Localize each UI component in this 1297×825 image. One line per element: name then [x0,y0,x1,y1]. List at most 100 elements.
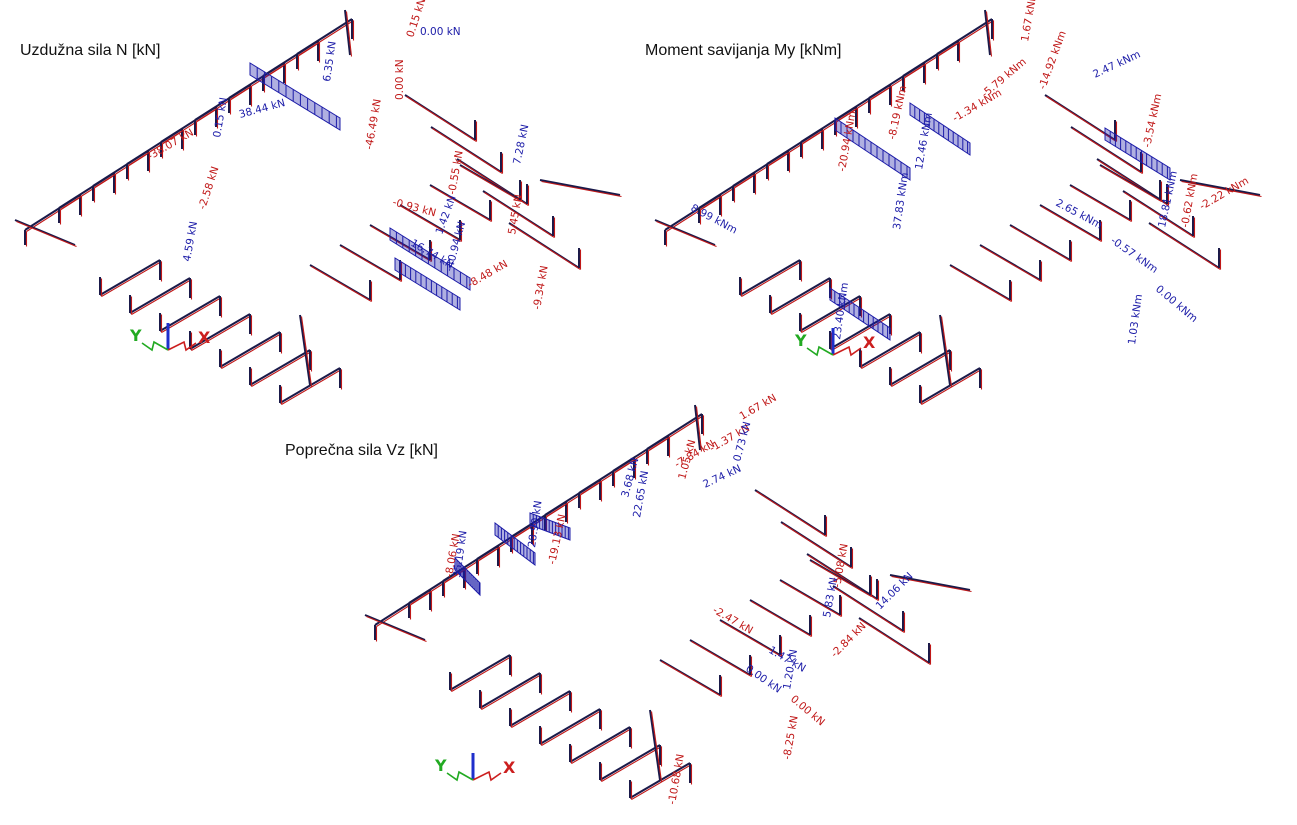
frame-member-offset [834,587,905,633]
frame-member-offset [191,315,252,351]
force-value-label: 6.35 kN [321,40,339,82]
frame-member [189,313,251,350]
frame-member-offset [1041,206,1102,242]
frame-member-offset [861,333,922,369]
frame-member [249,349,311,386]
frame-member-offset [951,266,1012,302]
frame-member-offset [406,96,477,142]
panel-title: Poprečna sila Vz [kN] [285,442,438,459]
frame-member-offset [695,406,703,452]
frame-member-offset [985,11,993,57]
frame-member-offset [481,674,542,710]
frame-member [889,349,951,386]
frame-member-offset [432,128,503,174]
frame-member-offset [1150,224,1221,270]
axes-triad: XY [434,753,516,782]
axes-triad: XY [129,323,211,352]
frame-member-offset [1101,166,1162,202]
frame-member-offset [431,186,492,222]
frame-member-offset [131,279,192,315]
frame-member-offset [510,224,581,270]
frame-member-offset [782,523,853,569]
frame-member-offset [161,297,222,333]
frame-member-offset [451,656,512,692]
frame-member [1179,179,1261,196]
frame-member-offset [891,575,972,593]
frame-member-offset [661,661,722,697]
frame-member [99,259,161,296]
y-axis-arrow [806,345,834,357]
frame-member [299,314,311,386]
frame-member-offset [300,316,313,387]
frame-member-offset [541,710,602,746]
frame-member-offset [484,192,555,238]
frame-member-offset [1072,128,1143,174]
frame-member [646,413,703,450]
frame-member-offset [721,621,782,657]
frame-members [14,9,622,405]
frame-member-offset [860,619,931,665]
y-axis-label: Y [434,756,447,775]
frame-member [279,367,341,404]
frame-member [14,219,76,246]
frame-member-offset [101,261,162,297]
frame-member [654,219,716,246]
frame-member-offset [401,206,462,242]
frame-member-offset [801,297,862,333]
frame-member-offset [541,180,622,198]
frame-member [479,672,541,709]
frame-member [344,9,351,56]
frame-member [364,614,426,641]
frame-member-offset [1124,192,1195,238]
frame-member-offset [756,491,827,537]
frame-member-offset [251,351,312,387]
frame-member-offset [741,261,802,297]
frame-member [649,709,661,781]
frame-member [129,277,191,314]
frame-member-offset [341,246,402,282]
frame-member-offset [921,369,982,405]
x-axis-label: X [503,758,516,777]
frame-member-offset [891,351,952,387]
frame-member-offset [281,369,342,405]
frame-member-offset [691,641,752,677]
frame-member [739,259,801,296]
frame-member [859,331,921,368]
y-axis-arrow [141,340,169,352]
frame-member-offset [940,316,953,387]
axes-triad: XY [794,328,876,357]
frame-member [219,331,281,368]
frame-member-offset [345,11,353,57]
frame-member-offset [656,220,717,248]
frame-member [296,18,353,55]
frame-member-offset [751,601,812,637]
frame-member [159,295,221,332]
frame-member [936,18,993,55]
frame-member-offset [311,266,372,302]
frame-member-offset [1071,186,1132,222]
frame-member-offset [511,692,572,728]
y-axis-label: Y [129,326,142,345]
frame-member-offset [981,246,1042,282]
frame-member-offset [831,315,892,351]
frame-member-offset [771,279,832,315]
frame-member [939,314,951,386]
panel-title: Moment savijanja My [kNm] [645,42,842,59]
x-axis-label: X [863,333,876,352]
y-axis-arrow [446,770,474,782]
force-value-label: 0.00 kN [420,26,461,38]
frame-member-offset [571,728,632,764]
frame-members [654,9,1262,405]
frame-member-offset [1181,180,1262,198]
x-axis-arrow [167,340,197,352]
frame-member-offset [16,220,77,248]
frame-member [889,574,971,591]
x-axis-arrow [472,770,502,782]
frame-member-offset [781,581,842,617]
frame-member-offset [1011,226,1072,262]
frame-member [769,277,831,314]
panel-title: Uzdužna sila N [kN] [20,42,161,59]
frame-member [694,404,701,451]
